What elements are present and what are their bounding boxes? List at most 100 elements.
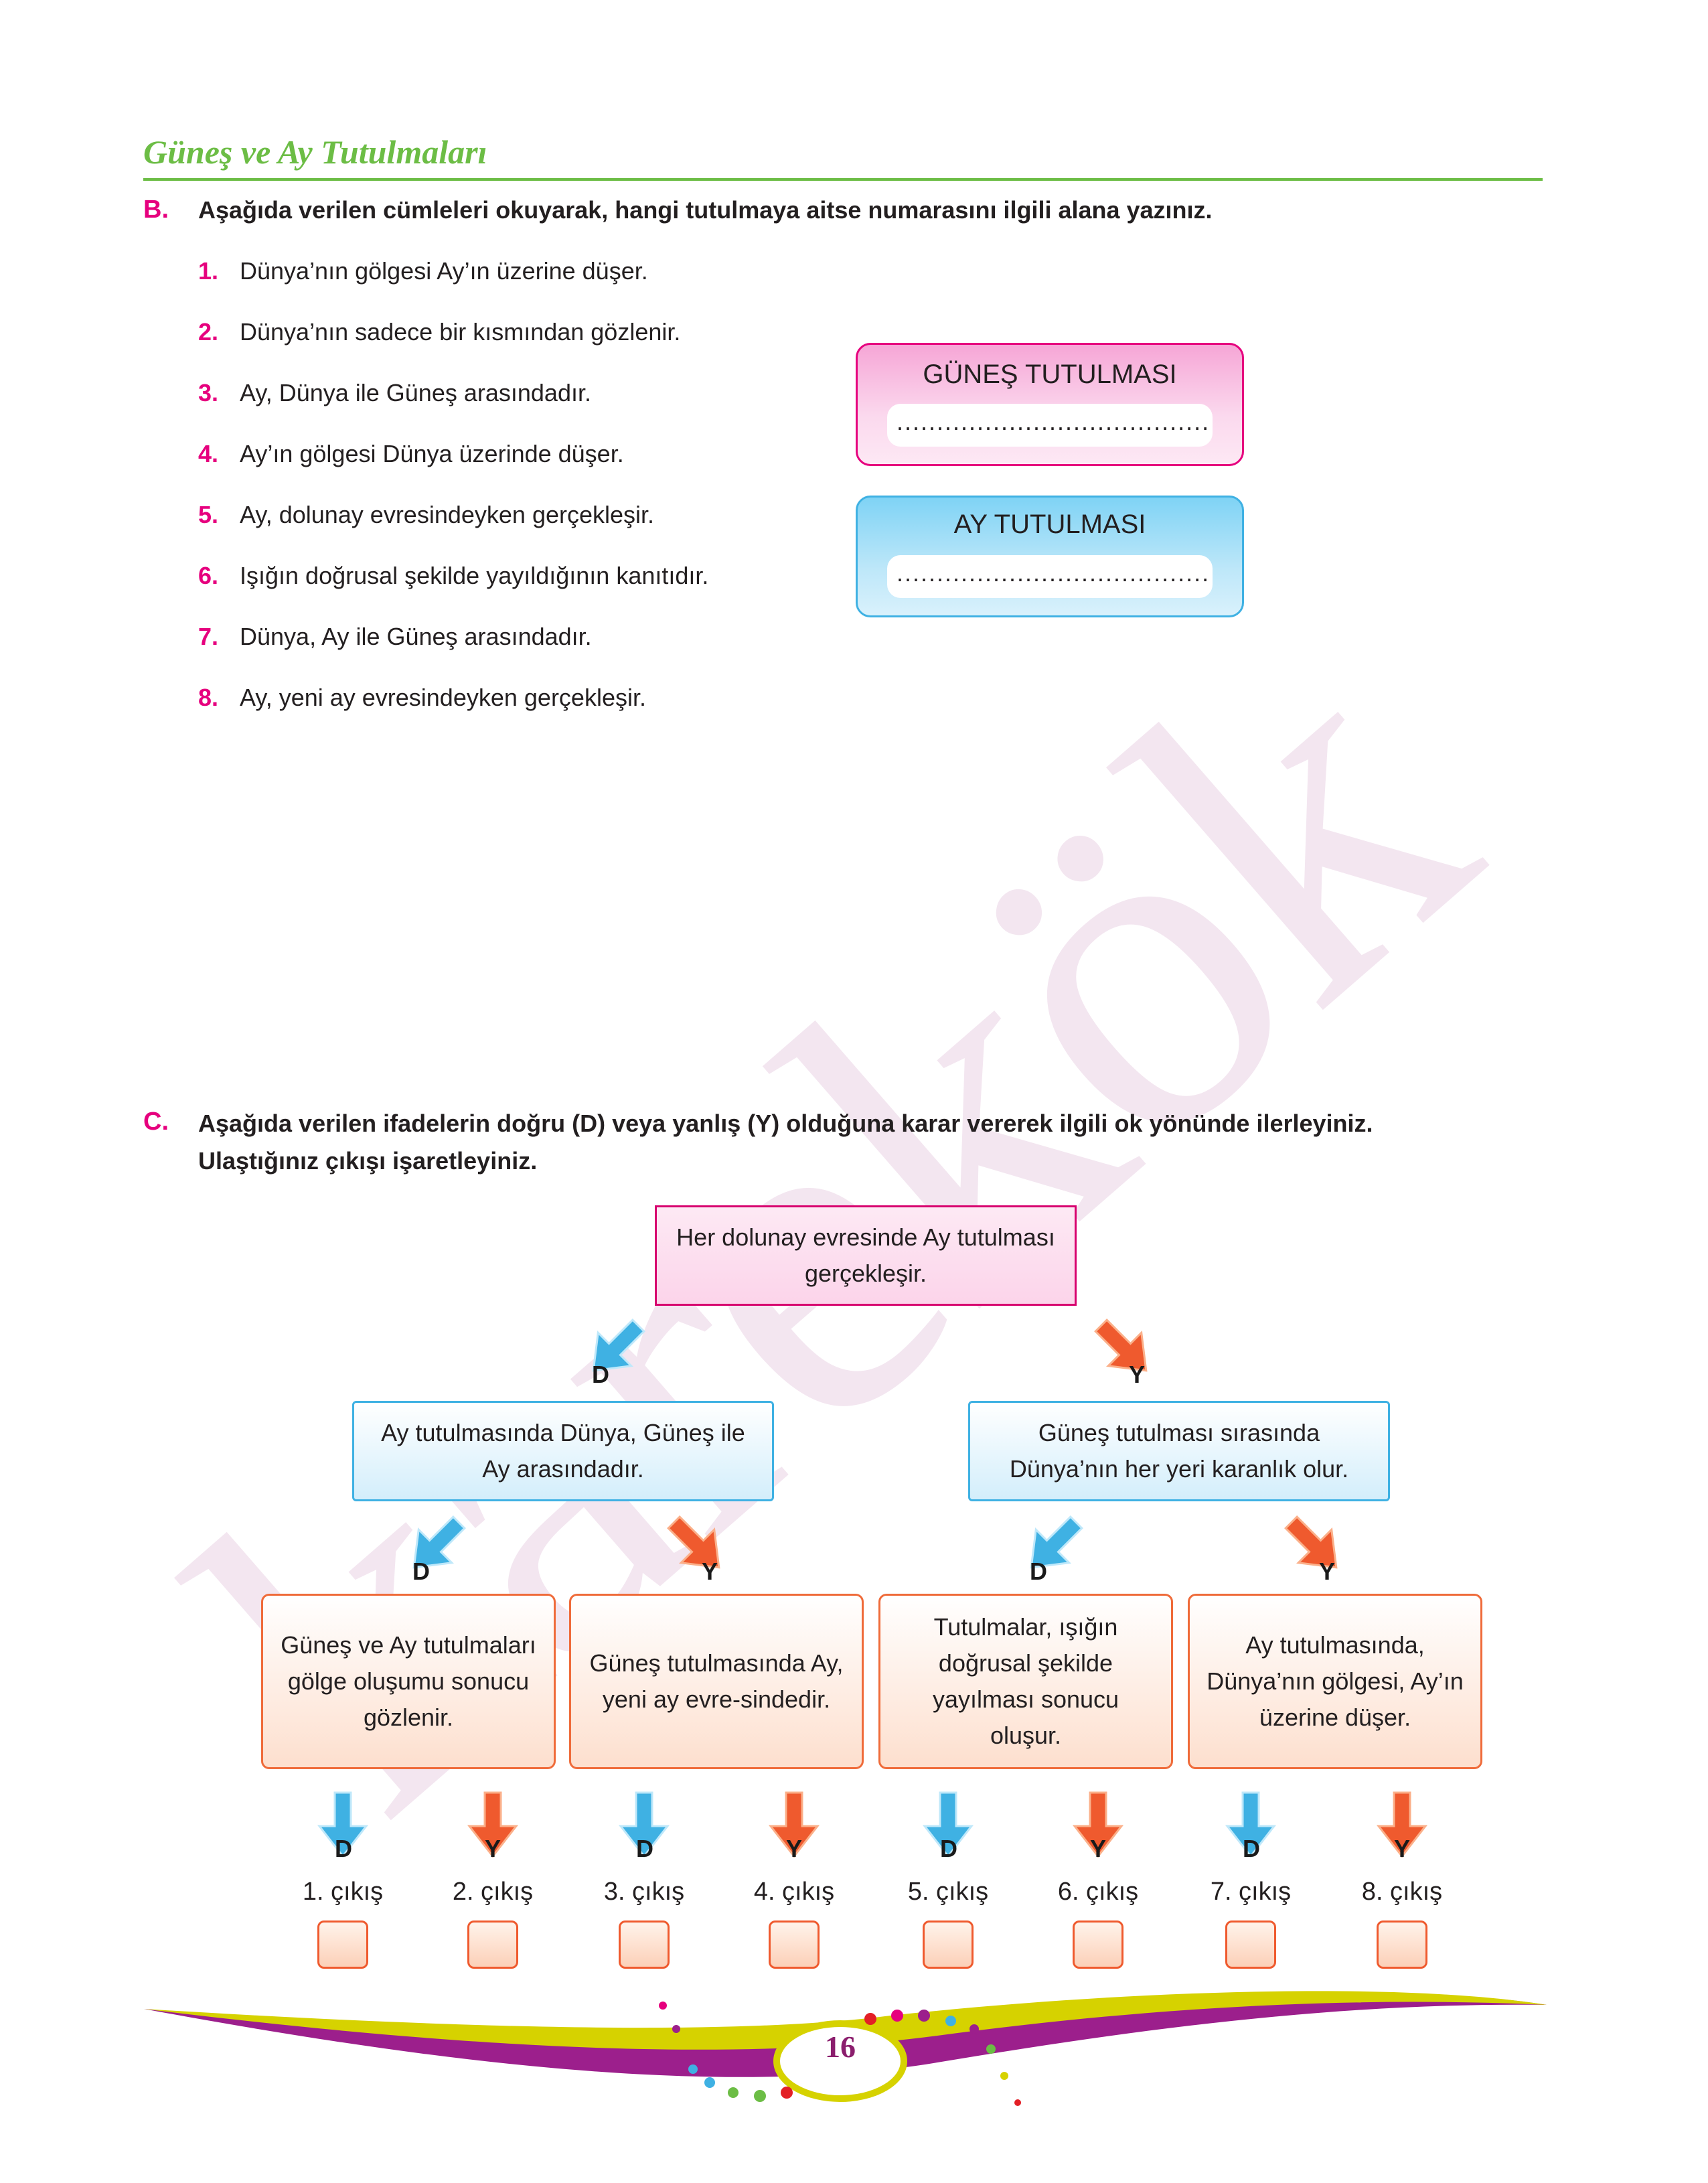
arrow-down-blue-icon [412, 1515, 466, 1569]
solar-eclipse-box: GÜNEŞ TUTULMASI ........................… [856, 343, 1244, 466]
arrow-down-orange-icon [1094, 1319, 1148, 1372]
exit-checkbox-3[interactable] [619, 1921, 670, 1969]
false-arrow-exit-6: Y [1065, 1789, 1132, 1863]
true-arrow-exit-7: D [1217, 1789, 1284, 1863]
statement-item-3: 3. Ay, Dünya ile Güneş arasındadır. [198, 379, 591, 407]
exit-checkbox-7[interactable] [1225, 1921, 1276, 1969]
page-header-title: Güneş ve Ay Tutulmaları [143, 133, 487, 171]
true-label: D [335, 1835, 352, 1862]
flow-root-statement: Her dolunay evresinde Ay tutulması gerçe… [655, 1205, 1077, 1306]
statement-text: Işığın doğrusal şekilde yayıldığının kan… [240, 562, 709, 589]
statement-number: 4. [198, 440, 219, 467]
false-arrow-exit-8: Y [1369, 1789, 1435, 1863]
exit-checkbox-2[interactable] [467, 1921, 518, 1969]
lunar-eclipse-blank: ....................................... [897, 559, 1211, 587]
exit-checkbox-1[interactable] [317, 1921, 368, 1969]
arrow-down-blue-icon [1030, 1515, 1083, 1569]
exit-label-1: 1. çıkış [302, 1878, 384, 1906]
true-arrow-3: D [1019, 1509, 1086, 1585]
true-arrow-exit-1: D [309, 1789, 376, 1863]
lunar-eclipse-answer-field[interactable]: ....................................... [887, 555, 1213, 598]
arrow-down-orange-icon [1072, 1791, 1124, 1858]
statement-text: Dünya’nın gölgesi Ay’ın üzerine düşer. [240, 257, 648, 285]
statement-number: 2. [198, 318, 219, 346]
arrow-down-blue-icon [1225, 1791, 1277, 1858]
flow-level3-4: Ay tutulmasında, Dünya’nın gölgesi, Ay’ı… [1188, 1594, 1482, 1769]
exit-label-2: 2. çıkış [452, 1878, 534, 1906]
exit-label-6: 6. çıkış [1057, 1878, 1139, 1906]
statement-text: Dünya’nın sadece bir kısmından gözlenir. [240, 318, 681, 346]
true-label: D [636, 1835, 653, 1862]
flow-level3-1: Güneş ve Ay tutulmaları gölge oluşumu so… [261, 1594, 556, 1769]
exit-label-3: 3. çıkış [603, 1878, 685, 1906]
statement-text: Dünya, Ay ile Güneş arasındadır. [240, 623, 592, 650]
arrow-down-orange-icon [1376, 1791, 1428, 1858]
false-arrow-2: Y [664, 1509, 731, 1585]
false-label: Y [702, 1558, 718, 1585]
true-arrow-1: D [581, 1312, 648, 1388]
statement-number: 7. [198, 623, 219, 650]
footer-swoosh [144, 1991, 1547, 2106]
header-divider [143, 178, 1543, 181]
statement-item-4: 4. Ay’ın gölgesi Dünya üzerinde düşer. [198, 440, 624, 468]
statement-item-1: 1. Dünya’nın gölgesi Ay’ın üzerine düşer. [198, 257, 648, 285]
statement-text: Ay’ın gölgesi Dünya üzerinde düşer. [240, 440, 624, 467]
statement-item-7: 7. Dünya, Ay ile Güneş arasındadır. [198, 623, 592, 651]
arrow-down-blue-icon [618, 1791, 670, 1858]
lunar-eclipse-box: AY TUTULMASI ...........................… [856, 496, 1244, 617]
false-arrow-exit-4: Y [761, 1789, 828, 1863]
true-label: D [412, 1558, 430, 1585]
statement-number: 6. [198, 562, 219, 589]
false-label: Y [1394, 1835, 1411, 1862]
solar-eclipse-answer-field[interactable]: ....................................... [887, 404, 1213, 447]
section-c-instruction-2: Ulaştığınız çıkışı işaretleyiniz. [198, 1147, 538, 1175]
exit-checkbox-8[interactable] [1377, 1921, 1427, 1969]
section-c-instruction-1: Aşağıda verilen ifadelerin doğru (D) vey… [198, 1110, 1373, 1137]
solar-eclipse-title: GÜNEŞ TUTULMASI [923, 360, 1177, 389]
false-label: Y [786, 1835, 803, 1862]
arrow-down-orange-icon [467, 1791, 519, 1858]
false-label: Y [1319, 1558, 1336, 1585]
statement-number: 3. [198, 379, 219, 406]
statement-item-8: 8. Ay, yeni ay evresindeyken gerçekleşir. [198, 684, 646, 712]
flow-level2-right: Güneş tutulması sırasında Dünya’nın her … [968, 1401, 1390, 1501]
page-number: 16 [825, 2030, 856, 2064]
exit-checkbox-5[interactable] [923, 1921, 974, 1969]
arrow-down-orange-icon [768, 1791, 820, 1858]
statement-text: Ay, yeni ay evresindeyken gerçekleşir. [240, 684, 646, 711]
exit-label-5: 5. çıkış [907, 1878, 989, 1906]
false-label: Y [1129, 1361, 1146, 1388]
lunar-eclipse-title: AY TUTULMASI [953, 510, 1146, 539]
true-arrow-exit-5: D [915, 1789, 982, 1863]
flow-level3-2: Güneş tutulmasında Ay, yeni ay evre-sind… [569, 1594, 864, 1769]
statement-item-6: 6. Işığın doğrusal şekilde yayıldığının k… [198, 562, 708, 590]
section-b-instruction: Aşağıda verilen cümleleri okuyarak, hang… [198, 196, 1213, 224]
true-label: D [1243, 1835, 1260, 1862]
true-arrow-exit-3: D [611, 1789, 678, 1863]
true-label: D [1030, 1558, 1047, 1585]
statement-text: Ay, Dünya ile Güneş arasındadır. [240, 379, 591, 406]
false-label: Y [1090, 1835, 1107, 1862]
arrow-down-orange-icon [667, 1515, 720, 1569]
false-arrow-1: Y [1091, 1312, 1158, 1388]
arrow-down-orange-icon [1284, 1515, 1338, 1569]
arrow-down-blue-icon [317, 1791, 369, 1858]
statement-text: Ay, dolunay evresindeyken gerçekleşir. [240, 501, 655, 528]
solar-eclipse-blank: ....................................... [897, 408, 1211, 435]
statement-number: 8. [198, 684, 219, 711]
true-label: D [592, 1361, 609, 1388]
false-arrow-3: Y [1282, 1509, 1348, 1585]
exit-label-7: 7. çıkış [1210, 1878, 1292, 1906]
exit-label-8: 8. çıkış [1361, 1878, 1443, 1906]
false-arrow-exit-2: Y [459, 1789, 526, 1863]
exit-checkbox-4[interactable] [769, 1921, 820, 1969]
true-label: D [940, 1835, 957, 1862]
arrow-down-blue-icon [592, 1319, 645, 1372]
statement-number: 5. [198, 501, 219, 528]
section-c-letter: C. [143, 1108, 169, 1136]
statement-number: 1. [198, 257, 219, 285]
statement-item-2: 2. Dünya’nın sadece bir kısmından gözleni… [198, 318, 680, 346]
false-label: Y [485, 1835, 501, 1862]
exit-checkbox-6[interactable] [1073, 1921, 1123, 1969]
statement-item-5: 5. Ay, dolunay evresindeyken gerçekleşir. [198, 501, 654, 529]
